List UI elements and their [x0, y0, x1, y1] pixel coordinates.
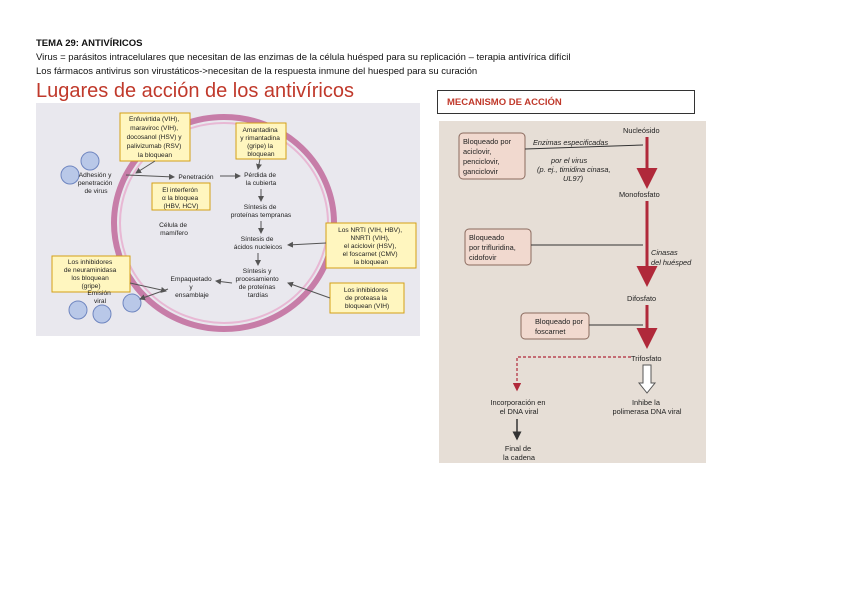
arrow-trifosfato-incorporacion [517, 357, 631, 389]
intro-line-1: Virus = parásitos intracelulares que nec… [36, 52, 571, 64]
trifosfato-label: Trifosfato [631, 354, 662, 363]
celula-label: Célula de mamífero [159, 222, 189, 237]
arrow-amantadina-block [258, 159, 260, 169]
virus-icon [93, 305, 111, 323]
antiviral-sites-diagram: Enfuvirtida (VIH), maraviroc (VIH), doco… [36, 103, 420, 336]
sintesis-tempranas-label: Síntesis de proteínas tempranas [231, 204, 292, 219]
cinasas-label: Cinasas del huésped [651, 248, 692, 267]
penetracion-label: Penetración [178, 174, 214, 181]
mecanismo-label: MECANISMO DE ACCIÓN [447, 97, 562, 108]
nucleosido-label: Nucleósido [623, 126, 660, 135]
enzimas-label: Enzimas especificadas por el virus (p. e… [533, 138, 613, 183]
intro-line-2: Los fármacos antivirus son virustáticos-… [36, 66, 477, 78]
arrow-trifosfato-inhibe [639, 365, 655, 393]
sintesis-tardias-label: Síntesis y procesamiento de proteínas ta… [235, 268, 280, 299]
arrow-nrti-block [288, 243, 326, 245]
difosfato-label: Difosfato [627, 294, 656, 303]
mechanism-diagram: Bloqueado por aciclovir, penciclovir, ga… [439, 121, 706, 463]
virus-icon [61, 166, 79, 184]
inhibe-label: Inhibe la polimerasa DNA viral [612, 398, 681, 416]
perdida-label: Pérdida de la cubierta [244, 172, 278, 187]
final-label: Final de la cadena [503, 444, 536, 462]
incorporacion-label: Incorporación en el DNA viral [490, 398, 547, 416]
emision-label: Emisión viral [87, 290, 112, 305]
interferon-text: El interferón α la bloquea (HBV, HCV) [162, 187, 200, 210]
virus-icon [69, 301, 87, 319]
empaquetado-label: Empaquetado y ensamblaje [171, 276, 214, 299]
antiviral-sites-figure: Enfuvirtida (VIH), maraviroc (VIH), doco… [36, 103, 420, 336]
virus-icon [81, 152, 99, 170]
document-title: TEMA 29: ANTIVÍRICOS [36, 38, 142, 50]
monofosfato-label: Monofosfato [619, 190, 660, 199]
proteasa-text: Los inhibidores de proteasa la bloquean … [344, 287, 390, 310]
virus-icon [123, 294, 141, 312]
sintesis-acidos-label: Síntesis de ácidos nucleicos [234, 236, 283, 251]
mechanism-figure: Bloqueado por aciclovir, penciclovir, ga… [439, 121, 706, 463]
arrow-tardias-empaquetado [216, 281, 232, 283]
mecanismo-label-box: MECANISMO DE ACCIÓN [437, 90, 695, 114]
section-title-lugares: Lugares de acción de los antivíricos [36, 80, 354, 103]
adhesion-label: Adhesión y penetración de virus [78, 172, 114, 195]
